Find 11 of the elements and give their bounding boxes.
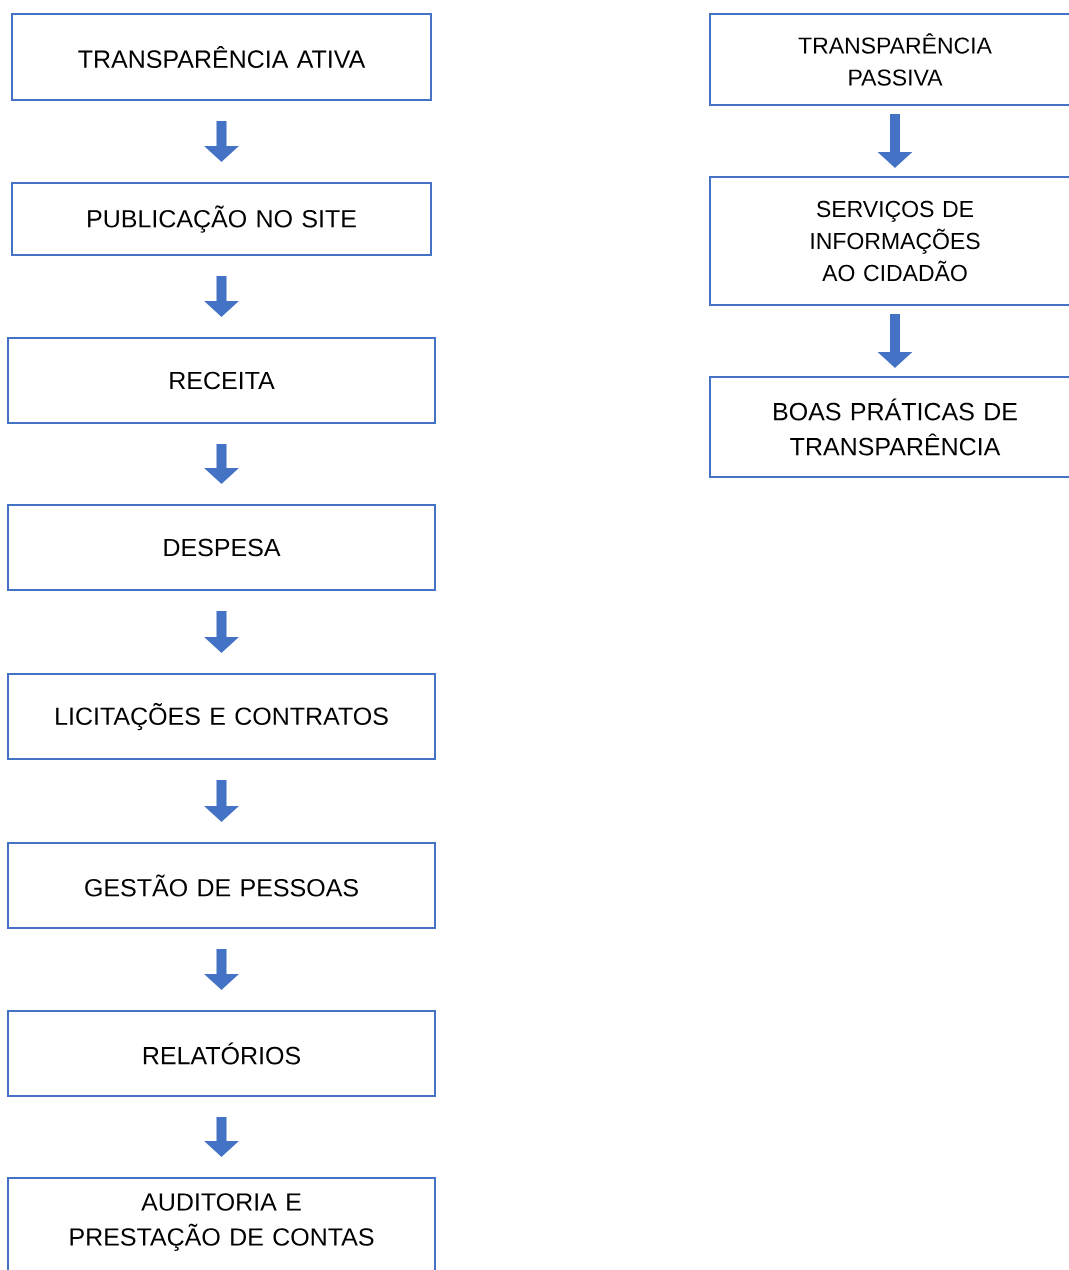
process-box: RECEITA (7, 337, 436, 424)
process-box: PUBLICAÇÃO NO SITE (11, 182, 432, 256)
process-box: DESPESA (7, 504, 436, 591)
process-box: AUDITORIA E PRESTAÇÃO DE CONTAS (7, 1177, 436, 1270)
process-box: TRANSPARÊNCIA ATIVA (11, 13, 432, 101)
process-box: TRANSPARÊNCIA PASSIVA (709, 13, 1069, 106)
process-box: LICITAÇÕES E CONTRATOS (7, 673, 436, 760)
process-box: RELATÓRIOS (7, 1010, 436, 1097)
process-box: GESTÃO DE PESSOAS (7, 842, 436, 929)
process-box: BOAS PRÁTICAS DE TRANSPARÊNCIA (709, 376, 1069, 478)
process-box: SERVIÇOS DE INFORMAÇÕES AO CIDADÃO (709, 176, 1069, 306)
